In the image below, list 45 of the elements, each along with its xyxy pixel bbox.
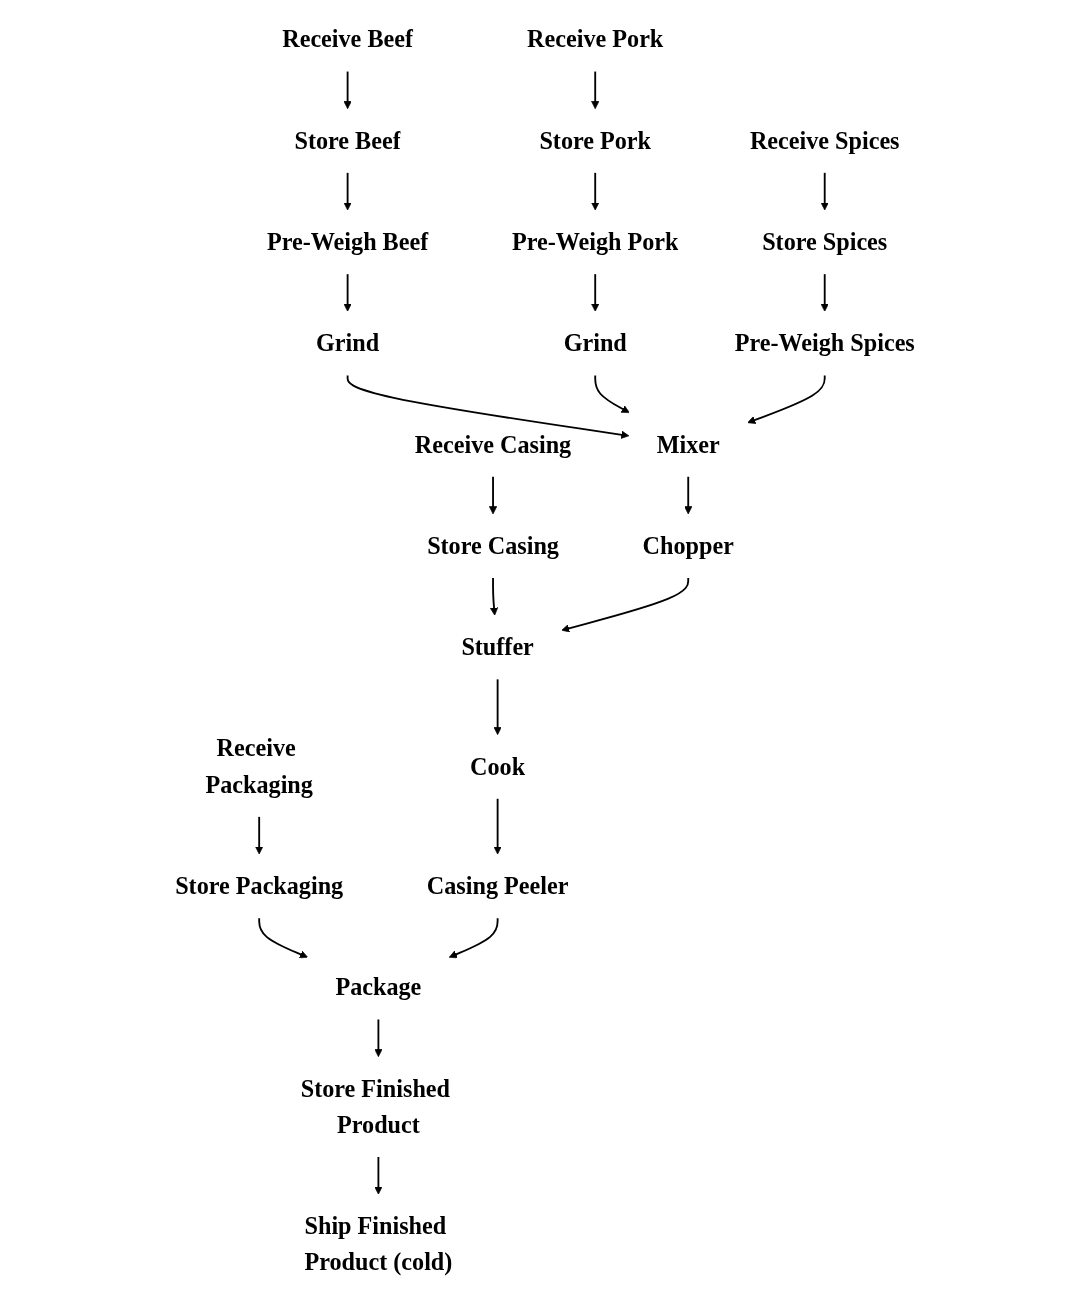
node-text: Ship Finished Product (cold) — [304, 1212, 453, 1276]
arrow — [493, 797, 502, 855]
node-text: Store Packaging — [175, 872, 344, 900]
arrow — [820, 273, 829, 312]
node-text: Store Casing — [427, 532, 559, 560]
node-text: Receive Casing — [414, 431, 572, 459]
node-text: Mixer — [656, 431, 720, 459]
arrow — [346, 374, 630, 439]
arrow — [684, 475, 693, 515]
node-text: Pre-Weigh Beef — [266, 228, 429, 256]
node-text: Grind — [316, 329, 380, 357]
node-text: Store Spices — [762, 228, 888, 256]
arrow — [343, 171, 352, 211]
node-text: Pre-Weigh Spices — [734, 329, 915, 357]
node-text: Store Finished Product — [300, 1075, 450, 1139]
node-text: Receive Spices — [749, 127, 900, 155]
arrow — [374, 1018, 383, 1058]
node-text: Store Pork — [539, 127, 652, 155]
arrow — [591, 171, 600, 211]
node-text: Store Beef — [294, 127, 401, 155]
node-text: Grind — [563, 329, 627, 357]
arrow — [255, 815, 264, 855]
arrow — [493, 678, 502, 735]
arrow — [820, 171, 829, 211]
node-text: Receive Beef — [282, 26, 414, 53]
arrow — [488, 475, 498, 515]
node-text: Cook — [470, 753, 526, 781]
node-text: Stuffer — [461, 633, 534, 661]
arrow — [448, 917, 499, 959]
arrow — [594, 374, 630, 413]
arrow — [343, 273, 352, 312]
arrow — [343, 70, 352, 110]
node-text: Pre-Weigh Pork — [511, 228, 679, 256]
node-text: Receive Pork — [527, 26, 664, 53]
node-text: Chopper — [642, 532, 734, 560]
arrow — [591, 70, 600, 110]
node-text: Package — [335, 973, 422, 1001]
arrow — [258, 917, 308, 959]
node-text: Receive Packaging — [205, 735, 313, 799]
arrow — [747, 374, 826, 424]
arrow — [374, 1156, 383, 1195]
arrow — [489, 577, 499, 616]
arrow — [561, 577, 690, 633]
node-text: Casing Peeler — [426, 872, 569, 900]
arrow — [591, 273, 600, 312]
